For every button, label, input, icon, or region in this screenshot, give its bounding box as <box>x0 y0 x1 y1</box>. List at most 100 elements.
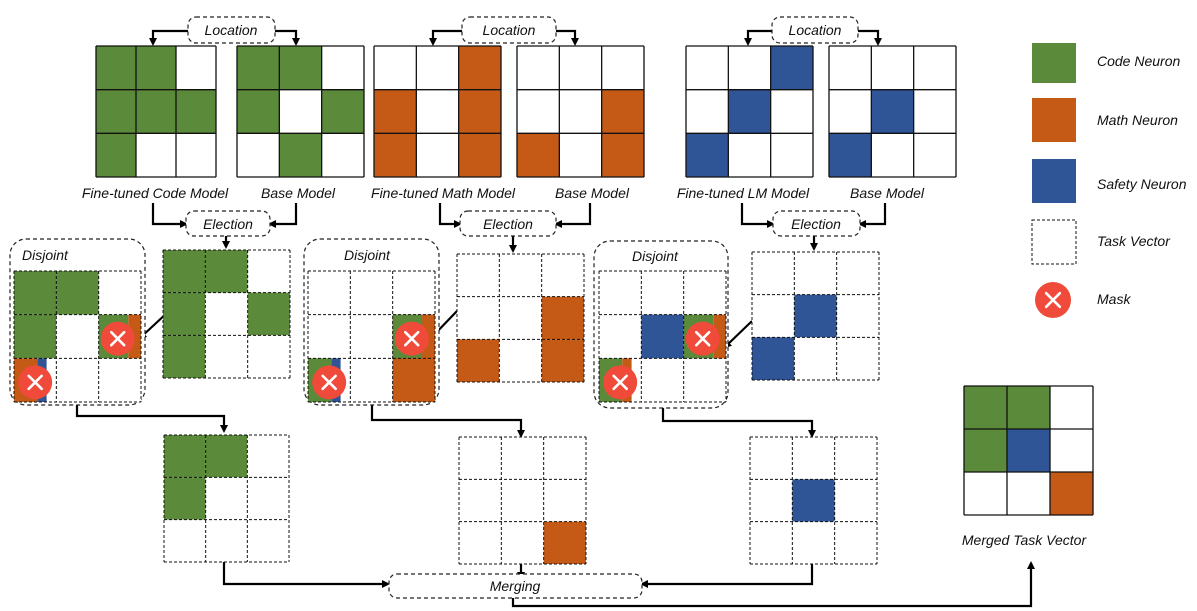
neuron-cell <box>499 296 542 340</box>
caption-base-lm: Base Model <box>850 185 925 201</box>
neuron-cell <box>457 254 500 297</box>
disjoint-math-grid <box>307 270 436 403</box>
neuron-cell <box>321 89 364 134</box>
neuron-cell <box>641 314 684 359</box>
neuron-cell <box>247 519 289 562</box>
neuron-cell <box>459 479 502 522</box>
neuron-cell <box>499 254 542 297</box>
election-code-grid <box>162 249 291 379</box>
output-safety-grid <box>749 436 878 565</box>
neuron-cell <box>392 271 435 315</box>
neuron-cell <box>321 133 364 177</box>
neuron-cell <box>686 46 729 90</box>
neuron-cell <box>350 314 393 359</box>
neuron-cell <box>683 358 726 402</box>
neuron-cell <box>829 89 872 134</box>
neuron-cell <box>792 437 835 480</box>
neuron-cell <box>517 133 560 177</box>
mask-icon <box>394 321 429 356</box>
mask-icon <box>1035 282 1071 318</box>
neuron-cell <box>205 435 248 478</box>
neuron-cell <box>457 339 500 382</box>
neuron-cell <box>543 521 586 564</box>
neuron-cell <box>98 271 141 315</box>
neuron-cell <box>792 479 835 522</box>
neuron-cell <box>794 252 837 295</box>
election-label-math: Election <box>483 216 533 232</box>
neuron-cell <box>794 294 837 338</box>
neuron-cell <box>683 271 726 315</box>
neuron-cell <box>205 519 248 562</box>
election-box-code: Election <box>185 210 271 237</box>
neuron-cell <box>871 46 914 90</box>
neuron-cell <box>599 314 642 359</box>
caption-merged-task-vector: Merged Task Vector <box>962 532 1088 548</box>
neuron-cell <box>416 46 459 90</box>
neuron-cell <box>279 133 322 177</box>
neuron-cell <box>871 133 914 177</box>
neuron-cell <box>543 479 586 522</box>
neuron-cell <box>1050 472 1093 515</box>
neuron-cell <box>871 89 914 134</box>
neuron-cell <box>750 479 793 522</box>
neuron-cell <box>136 89 176 134</box>
neuron-cell <box>308 271 351 315</box>
neuron-cell <box>416 133 459 177</box>
caption-finetuned-lm: Fine-tuned LM Model <box>677 185 810 201</box>
neuron-grids <box>13 45 1094 565</box>
neuron-cell <box>247 477 289 520</box>
neuron-cell <box>752 294 795 338</box>
legend-task-vector-swatch <box>1031 219 1077 265</box>
neuron-cell <box>728 89 771 134</box>
election-math-grid <box>456 253 585 383</box>
neuron-cell <box>559 133 602 177</box>
neuron-cell <box>770 89 813 134</box>
neuron-cell <box>541 296 584 340</box>
neuron-cell <box>136 46 176 90</box>
neuron-cell <box>392 358 435 402</box>
neuron-cell <box>913 46 956 90</box>
neuron-cell <box>176 46 216 90</box>
neuron-cell <box>14 314 57 359</box>
merged-task-vector-grid <box>963 385 1094 516</box>
legend-task-vector-label: Task Vector <box>1097 233 1171 249</box>
neuron-cell <box>792 521 835 564</box>
neuron-cell <box>686 89 729 134</box>
neuron-cell <box>541 254 584 297</box>
neuron-cell <box>247 292 290 336</box>
neuron-cell <box>163 335 206 378</box>
neuron-cell <box>136 133 176 177</box>
caption-finetuned-math: Fine-tuned Math Model <box>371 185 516 201</box>
mask-icon <box>100 321 135 356</box>
neuron-cell <box>176 89 216 134</box>
neuron-cell <box>163 292 206 336</box>
neuron-cell <box>599 271 642 315</box>
neuron-cell <box>247 250 290 293</box>
neuron-cell <box>829 46 872 90</box>
legend-code-swatch <box>1032 43 1076 83</box>
finetuned-lm-grid <box>685 45 814 178</box>
caption-finetuned-code: Fine-tuned Code Model <box>82 185 229 201</box>
neuron-cell <box>770 46 813 90</box>
legend-code-label: Code Neuron <box>1097 53 1180 69</box>
legend-safety-swatch <box>1032 159 1076 203</box>
neuron-cell <box>98 358 141 402</box>
neuron-cell <box>728 133 771 177</box>
neuron-cell <box>1050 429 1093 472</box>
neuron-cell <box>501 437 544 480</box>
legend-math-label: Math Neuron <box>1097 112 1178 128</box>
neuron-cell <box>56 271 99 315</box>
neuron-cell <box>247 435 289 478</box>
neuron-cell <box>834 479 877 522</box>
neuron-cell <box>501 521 544 564</box>
neuron-cell <box>350 358 393 402</box>
neuron-cell <box>237 89 280 134</box>
disjoint-label-code: Disjoint <box>22 247 69 263</box>
disjoint-safety-grid <box>598 270 727 403</box>
neuron-cell <box>752 337 795 380</box>
neuron-cell <box>279 46 322 90</box>
neuron-cell <box>350 271 393 315</box>
neuron-cell <box>205 292 248 336</box>
neuron-cell <box>964 472 1007 515</box>
